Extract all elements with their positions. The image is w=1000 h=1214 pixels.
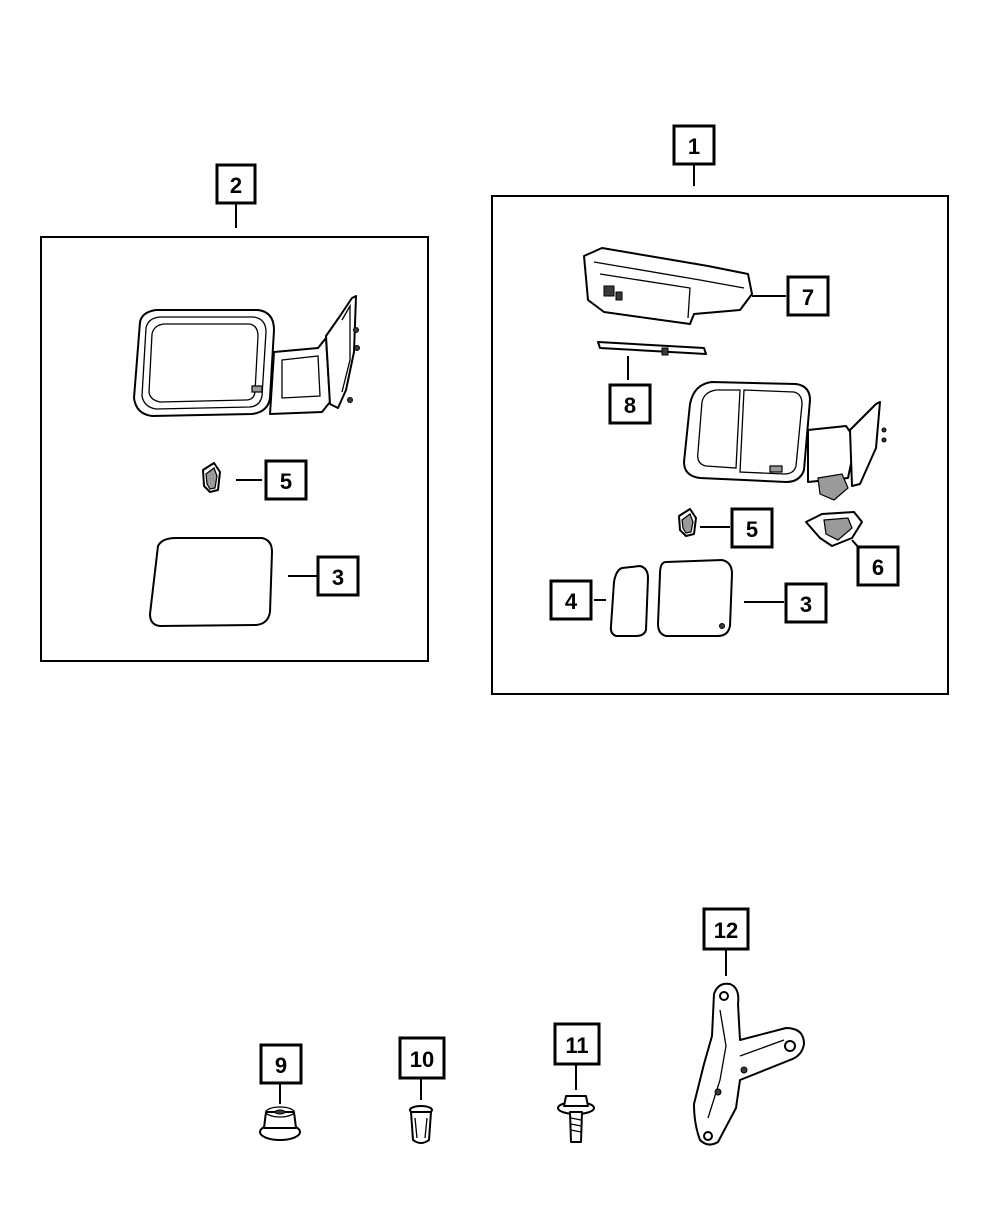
nut-part-9 — [259, 1106, 301, 1141]
svg-text:4: 4 — [565, 589, 578, 614]
left-mirror-glass-part-3 — [149, 537, 273, 627]
left-mirror-clip-part-5 — [202, 462, 221, 493]
svg-text:2: 2 — [230, 173, 242, 198]
callout-9: 9 — [259, 1043, 303, 1085]
right-mirror-glass-part-3 — [657, 559, 733, 637]
callout-5-right: 5 — [730, 507, 774, 549]
callout-12: 12 — [702, 907, 750, 951]
svg-text:10: 10 — [410, 1047, 434, 1072]
callout-8: 8 — [608, 383, 652, 425]
callout-10: 10 — [398, 1036, 446, 1080]
callout-2: 2 — [215, 163, 257, 205]
bolt-part-11 — [557, 1095, 595, 1143]
callout-3-right: 3 — [784, 582, 828, 624]
svg-text:6: 6 — [872, 555, 884, 580]
svg-text:3: 3 — [332, 565, 344, 590]
callout-6: 6 — [856, 545, 900, 587]
svg-text:1: 1 — [688, 134, 700, 159]
svg-text:5: 5 — [746, 517, 758, 542]
signal-lamp-part-6 — [805, 511, 863, 547]
svg-text:8: 8 — [624, 393, 636, 418]
callout-1: 1 — [672, 124, 716, 166]
callout-11: 11 — [553, 1022, 601, 1066]
callout-7: 7 — [786, 275, 830, 317]
rivet-nut-part-10 — [409, 1105, 433, 1144]
trim-strip-part-8 — [597, 341, 707, 356]
callout-3-left: 3 — [316, 555, 360, 597]
towing-mirror-assembly — [683, 381, 887, 501]
svg-text:12: 12 — [714, 918, 738, 943]
svg-text:9: 9 — [275, 1053, 287, 1078]
callout-4: 4 — [549, 579, 593, 621]
towing-mirror-group-frame — [491, 195, 949, 695]
svg-text:11: 11 — [565, 1033, 588, 1058]
right-mirror-clip-part-5 — [678, 508, 697, 537]
svg-text:3: 3 — [800, 592, 812, 617]
svg-text:5: 5 — [280, 469, 292, 494]
callout-5-left: 5 — [264, 459, 308, 501]
spotter-glass-part-4 — [609, 565, 649, 637]
bracket-part-12 — [693, 982, 805, 1146]
standard-mirror-assembly — [133, 295, 360, 417]
svg-text:7: 7 — [802, 285, 814, 310]
mirror-housing-cover-part-7 — [583, 247, 753, 325]
standard-mirror-group-frame — [40, 236, 429, 662]
